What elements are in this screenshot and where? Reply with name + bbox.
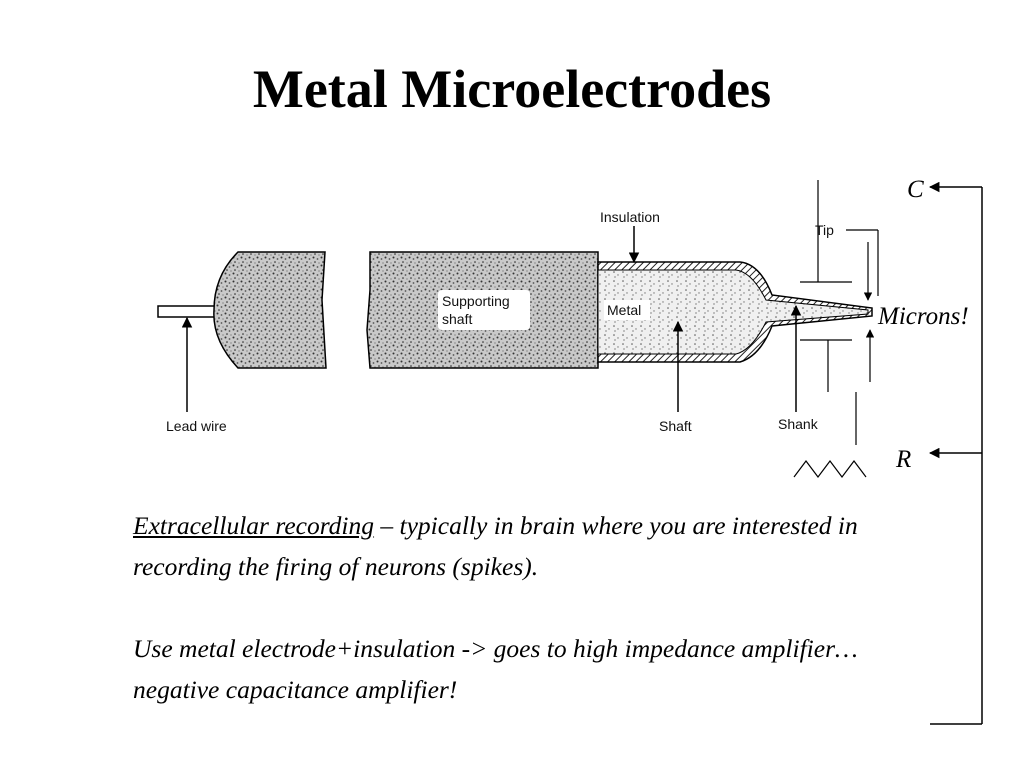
metal-label-bg [604,300,650,320]
lead-wire [157,305,221,318]
metal-core [597,269,869,355]
tip-label: Tip [815,222,834,238]
supporting-shaft-label-2: shaft [442,311,472,327]
shaft-label: Shaft [659,418,692,434]
slide-title: Metal Microelectrodes [252,59,772,119]
paragraph-extracellular: Extracellular recording – typically in b… [133,505,893,587]
shank-label: Shank [778,416,819,432]
resistor-zigzag [793,460,867,478]
c-label: C [907,176,924,203]
term-extracellular-recording: Extracellular recording [133,511,375,540]
supporting-shaft-label-1: Supporting [442,293,510,309]
r-label: R [895,446,911,473]
electrode-back-cap [213,251,327,369]
paragraph-metal-electrode: Use metal electrode+insulation -> goes t… [133,634,858,704]
microns-label: Microns! [877,303,969,330]
insulation-label: Insulation [600,209,660,225]
supporting-shaft-label-bg [438,290,530,330]
paragraph-extracellular-rest: – typically in brain where you are inter… [133,511,858,581]
body-text: Extracellular recording – typically in b… [133,505,893,710]
lead-wire-label: Lead wire [166,418,227,434]
metal-label: Metal [607,302,641,318]
